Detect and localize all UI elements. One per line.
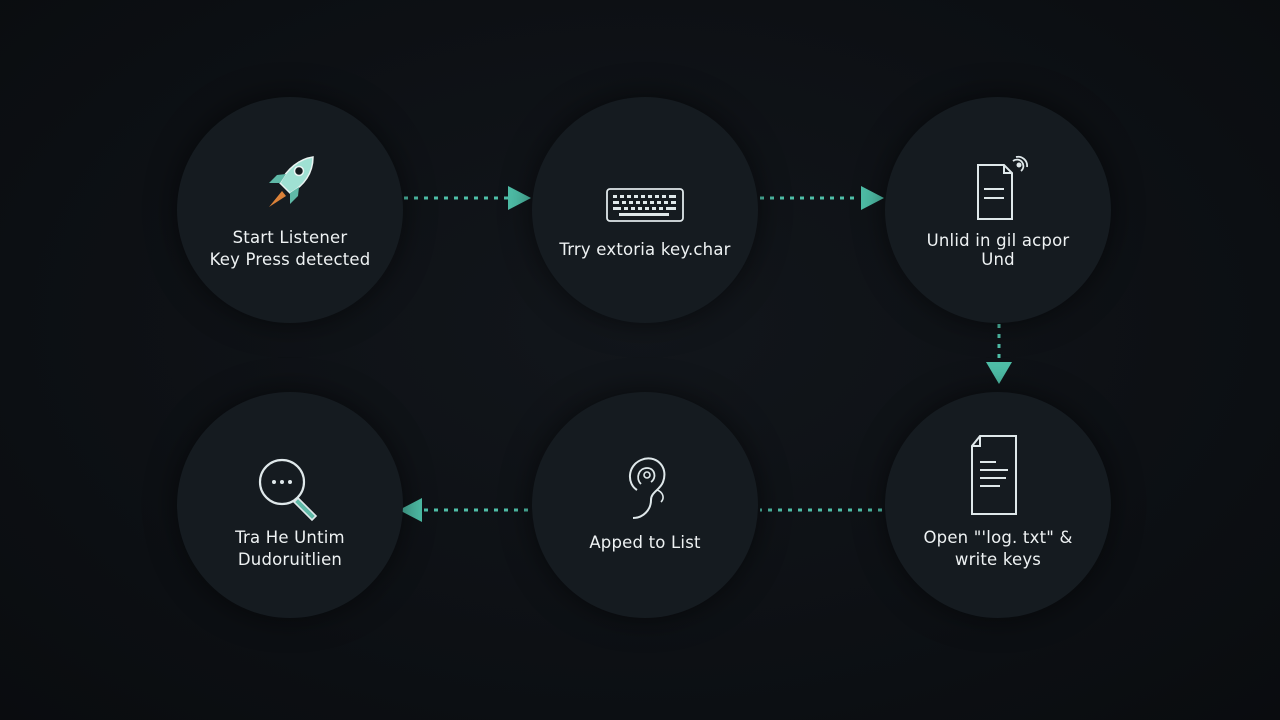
node-label-line: Apped to List <box>589 533 701 552</box>
document-signal-icon <box>977 155 1028 220</box>
step-node-extract-key: Trry extoria key.char <box>532 97 758 323</box>
node-label-line: write keys <box>954 550 1042 569</box>
node-label-line: Tra He Untim <box>235 528 345 547</box>
ear-icon <box>629 457 666 519</box>
step-node-document-signal: Unlid in gil acpor Und <box>885 97 1111 323</box>
node-label-line: Dudoruitlien <box>237 550 343 569</box>
arrowhead-1-2 <box>508 186 531 210</box>
rocket-icon <box>269 156 314 207</box>
arrowhead-3-4 <box>986 362 1012 384</box>
keyboard-icon <box>606 188 684 222</box>
node-label-line: Trry extoria key.char <box>559 240 731 259</box>
arrowhead-5-6 <box>399 498 422 522</box>
arrowhead-2-3 <box>861 186 884 210</box>
node-label-line: Unlid in gil acpor <box>926 231 1070 250</box>
step-node-append-list: Apped to List <box>532 392 758 618</box>
step-node-open-log: Open "'log. txt" & write keys <box>885 392 1111 618</box>
node-label-line: Key Press detected <box>209 250 371 269</box>
node-label-line: Und <box>981 250 1015 269</box>
magnifier-icon <box>258 458 318 522</box>
step-node-start-listener: Start Listener Key Press detected <box>177 97 403 323</box>
node-label-line: Open "'log. txt" & <box>923 528 1073 547</box>
step-node-search: Tra He Untim Dudoruitlien <box>177 392 403 618</box>
document-icon <box>971 435 1017 515</box>
node-label-line: Start Listener <box>232 228 348 247</box>
